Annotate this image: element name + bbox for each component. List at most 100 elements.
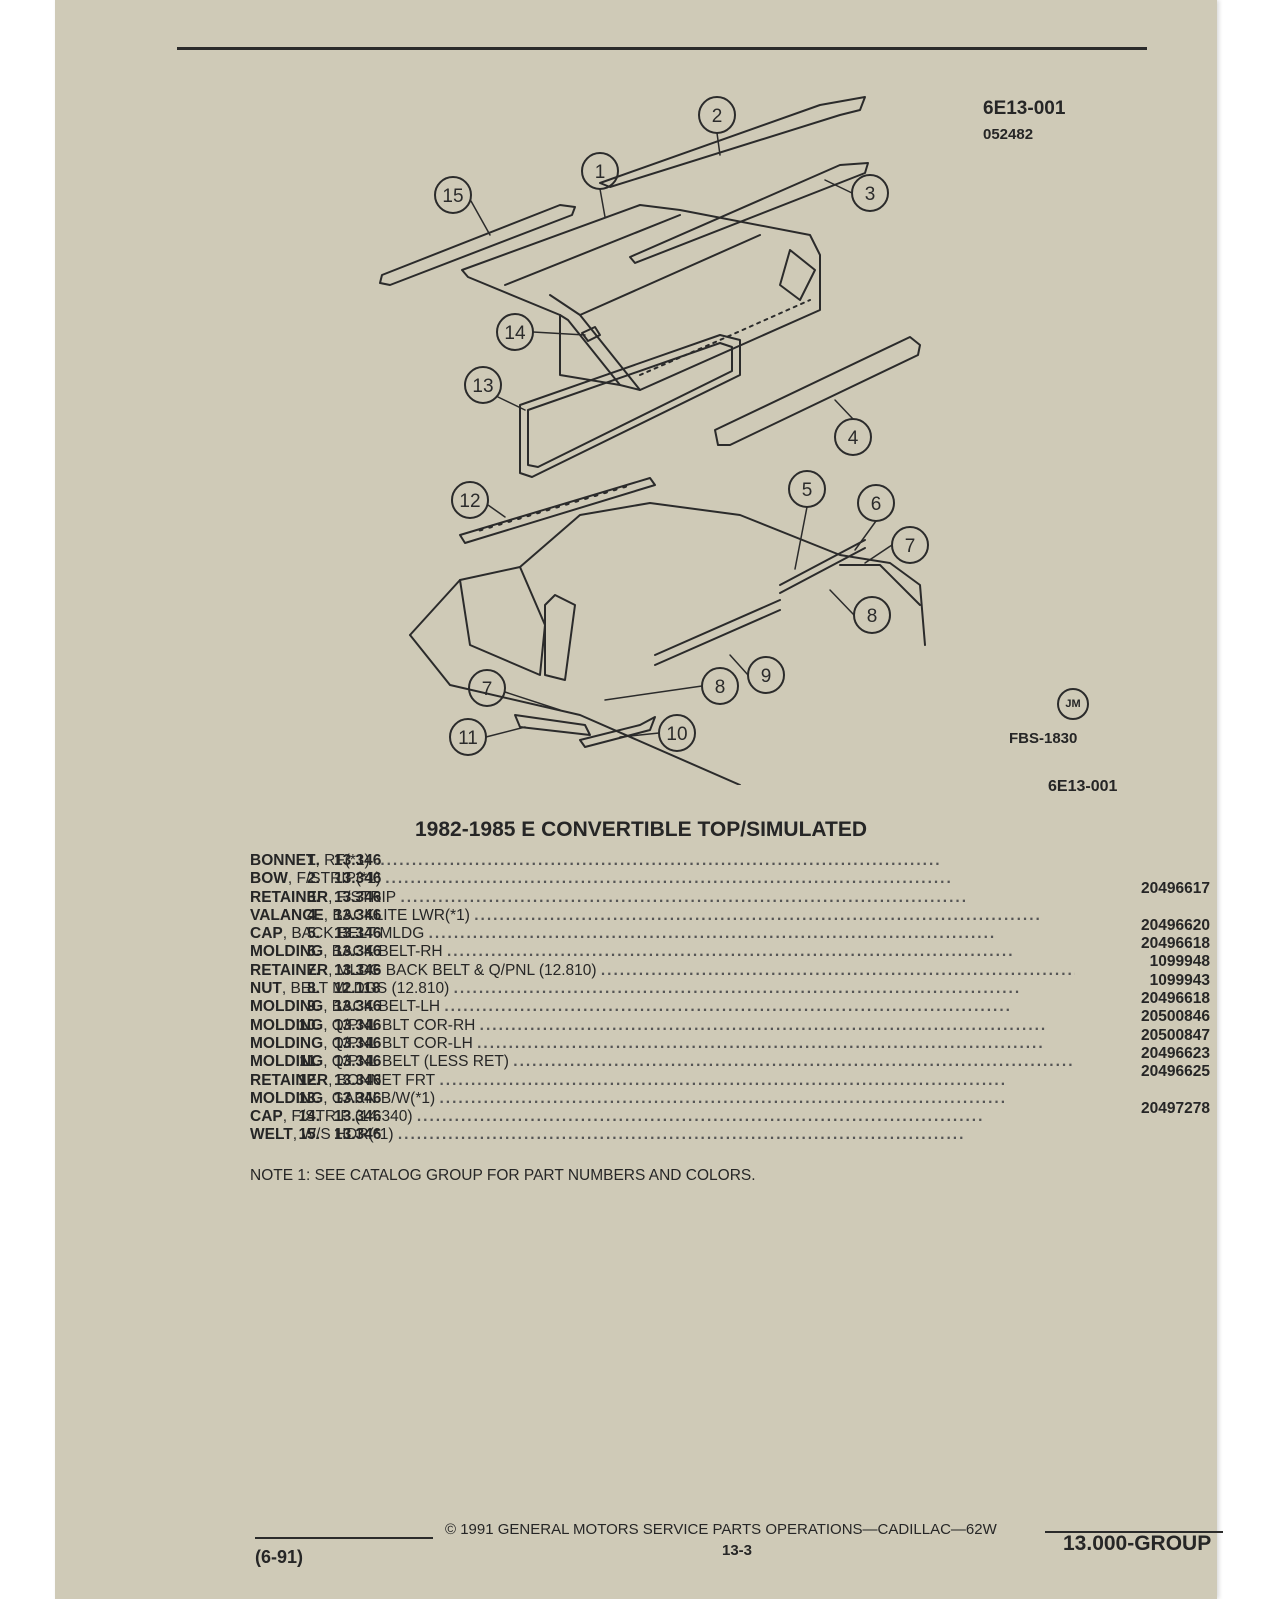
item-number: 1. <box>307 852 320 869</box>
item-number: 6. <box>307 943 320 961</box>
part-description: , MLDG BACK BELT & Q/PNL (12.810) <box>328 961 597 979</box>
group-number: 13.346 <box>334 1071 382 1089</box>
part-number: 20496623 <box>1141 1044 1210 1062</box>
group-number: 13.346 <box>334 961 382 979</box>
part-name: RETAINER <box>250 961 329 979</box>
bonnet-part <box>461 204 821 391</box>
part-description: , BACK BELT-LH <box>323 998 441 1016</box>
part-description: , RF(*1) <box>315 852 370 869</box>
leader-lines <box>470 132 893 738</box>
part-name: MOLDING <box>250 1034 324 1052</box>
part-name: CAP <box>250 925 283 943</box>
item-number: 12. <box>298 1071 320 1089</box>
part-name: WELT <box>250 1126 293 1144</box>
revision-date: (6-91) <box>255 1547 304 1567</box>
svg-text:8: 8 <box>867 606 878 627</box>
part-description: , BONNET FRT <box>328 1071 436 1089</box>
item-number: 4. <box>307 906 320 924</box>
valance-part <box>714 336 921 446</box>
footer-rule-left <box>255 1537 433 1539</box>
callout-markers <box>434 96 929 756</box>
group-number: 13.346 <box>334 852 382 869</box>
svg-text:11: 11 <box>458 728 478 749</box>
part-description: , BACK BELT-RH <box>323 943 443 961</box>
part-description: , GARN B/W(*1) <box>323 1089 436 1107</box>
figure-sub-code: 052482 <box>983 126 1034 143</box>
item-number: 13. <box>298 1089 320 1107</box>
part-name: MOLDING <box>250 943 324 961</box>
figure-code-bottom: 6E13-001 <box>1048 778 1118 795</box>
part-name: RETAINER <box>250 888 329 906</box>
callout-numbers: 2 1 3 15 14 13 4 12 5 6 7 8 9 7 8 11 10 <box>442 106 915 749</box>
svg-text:6: 6 <box>871 494 882 515</box>
part-number: 20496617 <box>1141 880 1210 898</box>
item-number: 7. <box>307 961 320 979</box>
jm-badge: JM <box>1057 688 1089 720</box>
item-number: 11. <box>299 1053 320 1071</box>
svg-text:1: 1 <box>595 162 606 183</box>
part-description: , W/S HDR(*1) <box>292 1126 394 1144</box>
parts-list-row: 7. 13.346 RETAINER, MLDG BACK BELT & Q/PNL… <box>250 961 1210 989</box>
bow-strip-part <box>599 96 866 188</box>
part-description: , Q/PNL BELT (LESS RET) <box>323 1053 509 1071</box>
item-number: 14. <box>298 1108 320 1126</box>
copyright-line: © 1991 GENERAL MOTORS SERVICE PARTS OPER… <box>445 1521 997 1538</box>
part-number: 20496625 <box>1141 1063 1210 1081</box>
part-name: BOW <box>250 870 288 888</box>
part-description: , BACK BELT MLDG <box>282 925 425 943</box>
quarter-panel-molding-part <box>514 714 591 736</box>
part-description: , Q/PNL BLT COR-LH <box>323 1034 473 1052</box>
group-number: 13.346 <box>334 888 382 906</box>
group-number: 13.346 <box>334 1108 382 1126</box>
svg-text:4: 4 <box>848 428 859 449</box>
part-name: MOLDING <box>250 998 324 1016</box>
svg-text:7: 7 <box>905 536 916 557</box>
group-number: 13.346 <box>334 1089 382 1107</box>
welt-part <box>379 204 576 286</box>
item-number: 9. <box>307 998 320 1016</box>
group-number: 13.346 <box>334 943 382 961</box>
retainer-strip-part <box>629 162 869 264</box>
svg-text:3: 3 <box>865 184 876 205</box>
svg-text:13: 13 <box>472 376 493 397</box>
part-description: , BELT MLDGS (12.810) <box>281 980 450 998</box>
item-number: 2. <box>307 870 320 888</box>
part-name: NUT <box>250 980 282 998</box>
car-body-outline <box>409 502 926 646</box>
part-number: 20496620 <box>1141 916 1210 934</box>
item-number: 8. <box>307 980 320 998</box>
part-number: 1099948 <box>1149 953 1210 971</box>
figure-code: 6E13-001 <box>983 98 1066 119</box>
part-name: MOLDING <box>250 1053 324 1071</box>
svg-text:14: 14 <box>504 323 526 344</box>
item-number: 3. <box>307 888 320 906</box>
svg-text:8: 8 <box>715 677 726 698</box>
svg-text:7: 7 <box>482 679 493 700</box>
svg-text:15: 15 <box>442 186 463 207</box>
part-number: 20497278 <box>1141 1099 1210 1117</box>
section-title: 1982-1985 E CONVERTIBLE TOP/SIMULATED <box>415 818 868 841</box>
svg-text:2: 2 <box>712 106 723 127</box>
group-number: 13.346 <box>334 925 382 943</box>
svg-text:5: 5 <box>802 480 813 501</box>
part-number: 20496618 <box>1141 935 1210 953</box>
exploded-parts-diagram: 2 1 3 15 14 13 4 12 5 6 7 8 9 7 8 11 10 <box>379 96 929 785</box>
footer-rule-right <box>1045 1531 1223 1533</box>
svg-text:10: 10 <box>666 724 687 745</box>
group-number: 13.346 <box>334 906 382 924</box>
group-number: 13.346 <box>334 870 382 888</box>
group-number: 13.346 <box>334 1053 382 1071</box>
group-number: 13.346 <box>334 1034 382 1052</box>
corner-molding-part <box>579 716 656 748</box>
catalog-group: 13.000-GROUP <box>1063 1532 1212 1555</box>
